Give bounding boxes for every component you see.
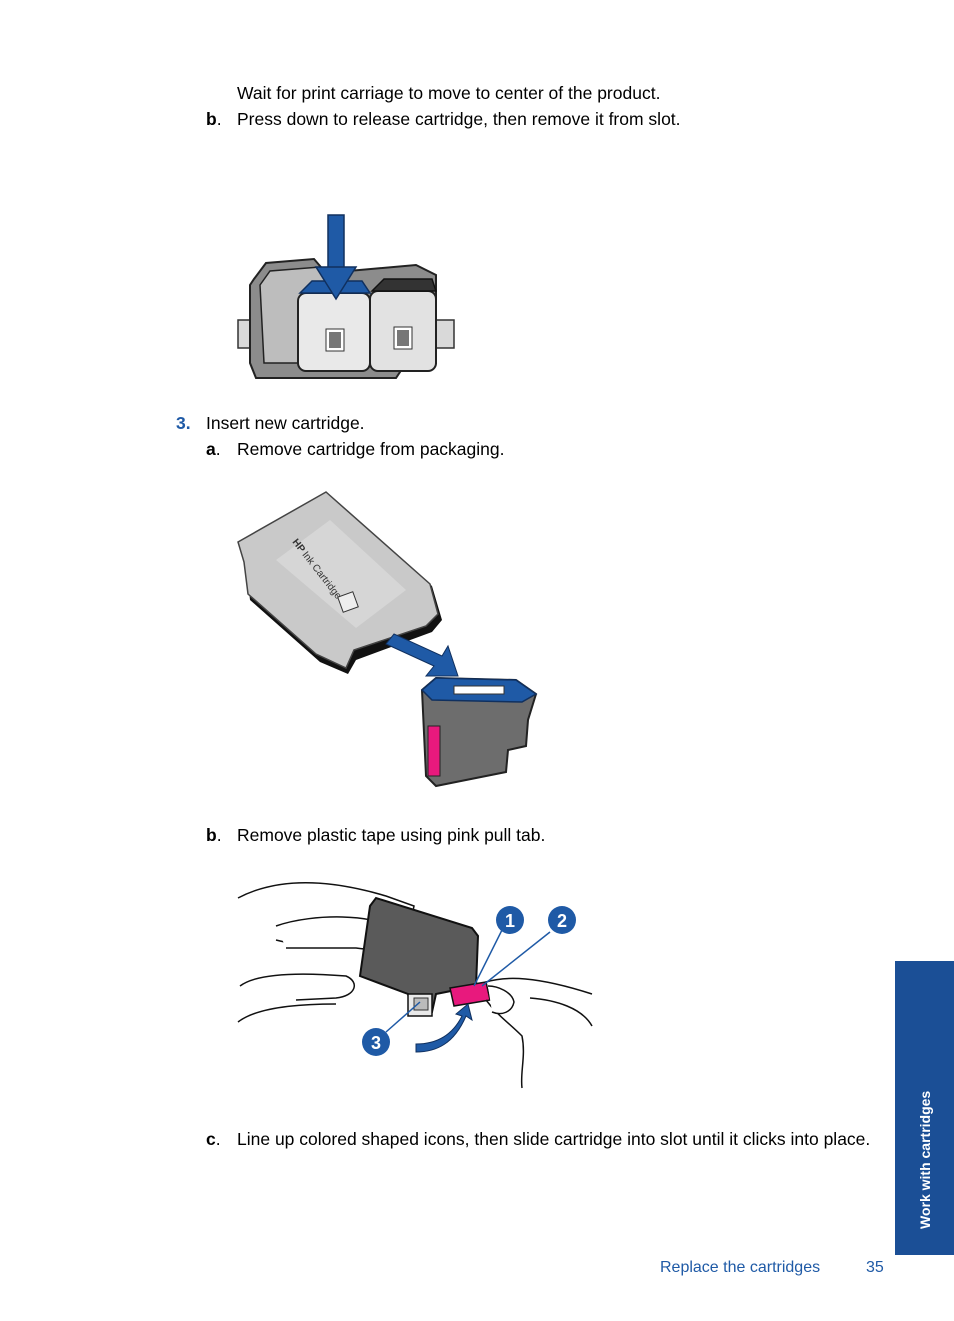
footer-page-number: 35 (866, 1259, 884, 1276)
callout-1: 1 (505, 911, 515, 931)
substep-remove-tape: Remove plastic tape using pink pull tab. (237, 825, 546, 845)
step-number-3: 3. (176, 413, 191, 433)
substep-remove-packaging: Remove cartridge from packaging. (237, 439, 505, 459)
section-side-tab: Work with cartridges (895, 961, 954, 1255)
step-insert-new-cartridge: Insert new cartridge. (206, 413, 365, 433)
footer-section-title: Replace the cartridges (660, 1259, 821, 1276)
package-illustration: HP Ink Cartridge (237, 491, 538, 788)
callout-3: 3 (371, 1033, 381, 1053)
carriage-illustration (237, 214, 455, 379)
substep-release-cartridge: Press down to release cartridge, then re… (237, 109, 681, 129)
substep-letter-c: c. (206, 1129, 221, 1149)
substep-letter-b: b. (206, 109, 222, 129)
tape-removal-illustration: 1 2 3 (237, 882, 593, 1089)
substep-letter-a: a. (206, 439, 221, 459)
substep-letter-b-2: b. (206, 825, 222, 845)
side-tab-label: Work with cartridges (916, 1090, 933, 1229)
wait-instruction: Wait for print carriage to move to cente… (237, 83, 661, 103)
callout-2: 2 (557, 911, 567, 931)
substep-slide-cartridge: Line up colored shaped icons, then slide… (237, 1129, 871, 1149)
